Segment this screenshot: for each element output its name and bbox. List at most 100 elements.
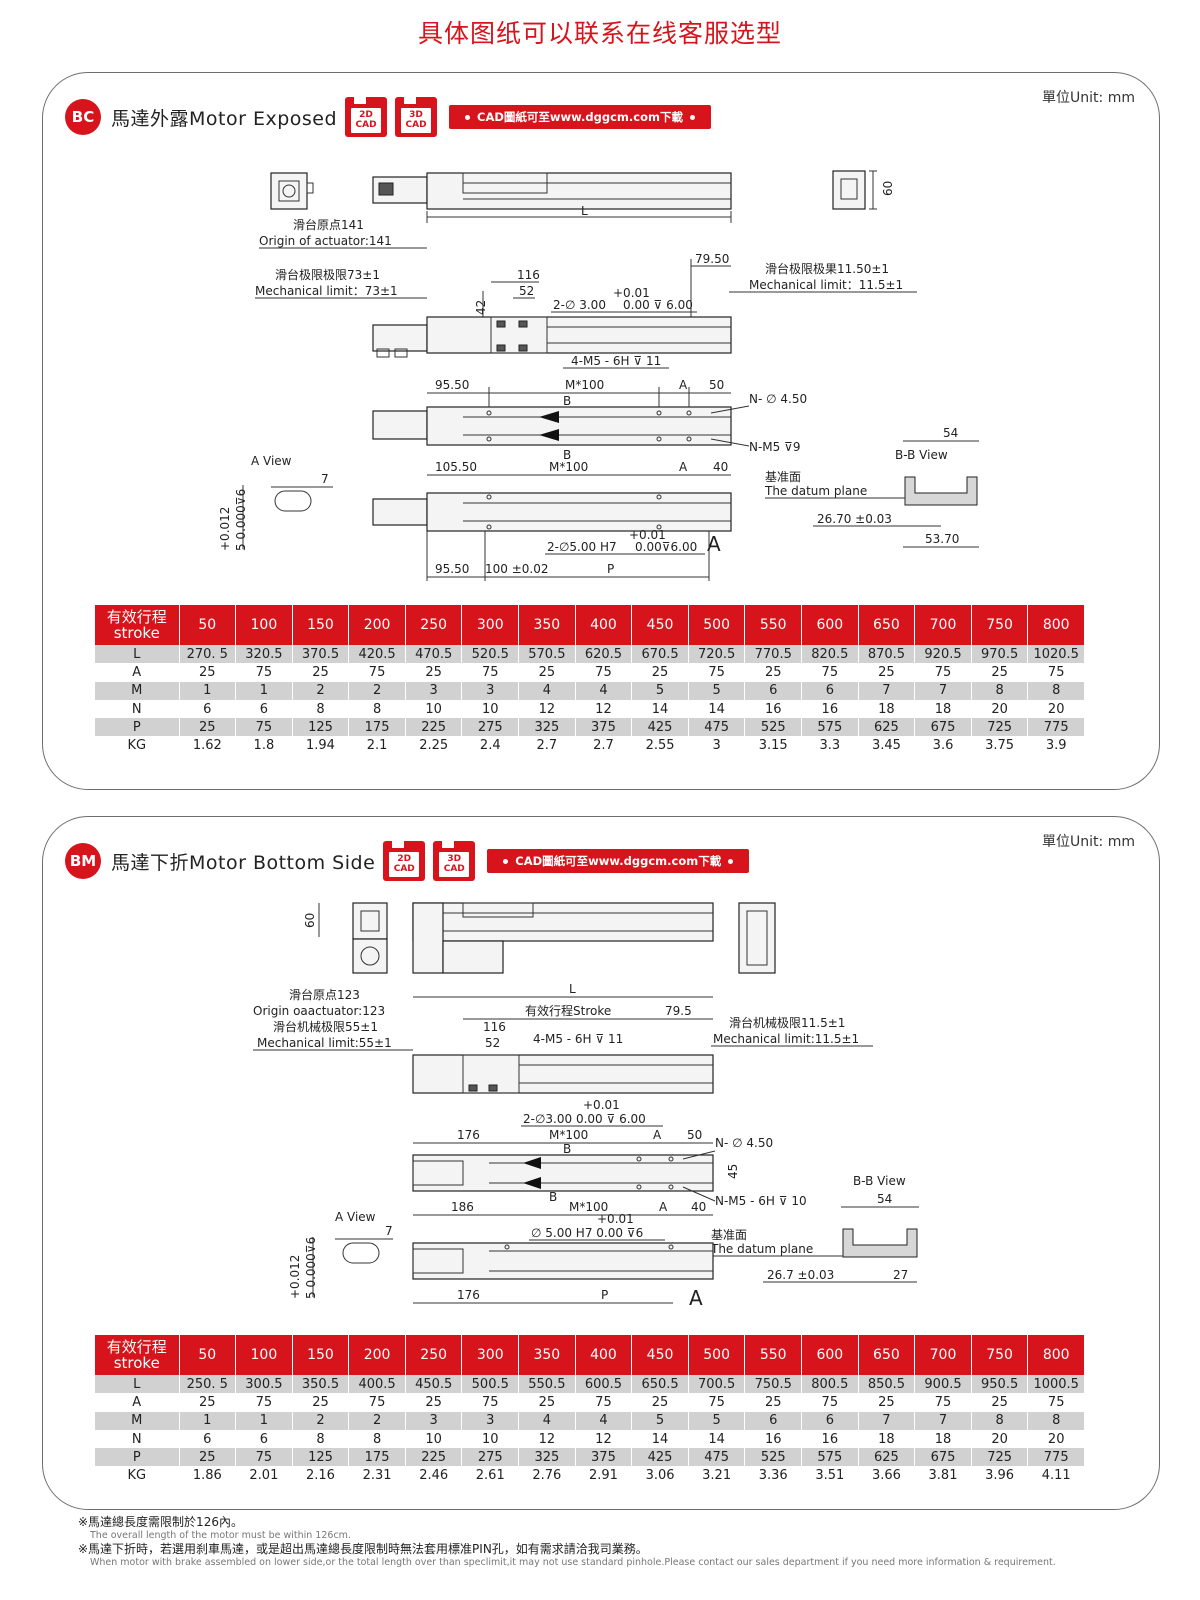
- dim-105-50: 105.50: [435, 460, 477, 474]
- table-cell: 3.81: [914, 1466, 972, 1485]
- limit-right-en: Mechanical limit:11.5±1: [713, 1032, 859, 1046]
- unit-label: 單位Unit: mm: [1042, 90, 1135, 106]
- table-cell: 75: [235, 1448, 293, 1467]
- table-cell: 8: [971, 1411, 1029, 1430]
- pin-tol: +0.01: [629, 528, 666, 542]
- table-cell: 7: [914, 681, 972, 700]
- row-label: P: [95, 1448, 180, 1467]
- hole-2d-tol: +0.01: [583, 1098, 620, 1112]
- table-cell: 2.46: [405, 1466, 463, 1485]
- table-cell: 25: [744, 663, 803, 682]
- table-cell: 10: [405, 1429, 463, 1449]
- table-cell: 2: [292, 1411, 350, 1430]
- table-cell: 3: [405, 681, 463, 700]
- table-cell: 20: [971, 1429, 1029, 1449]
- cad-3d-download-icon[interactable]: 3D CAD: [395, 97, 438, 137]
- table-cell: 2.4: [461, 736, 520, 755]
- row-label: N: [95, 699, 180, 719]
- table-cell: 475: [688, 718, 746, 737]
- table-cell: 7: [914, 1411, 972, 1430]
- table-cell: 775: [1027, 718, 1085, 737]
- table-cell: 900.5: [914, 1375, 972, 1394]
- table-cell: 4: [575, 681, 633, 700]
- table-cell: 1: [235, 1411, 293, 1430]
- b-top: B: [563, 394, 571, 408]
- table-cell: 75: [801, 663, 859, 682]
- table-cell: 5: [688, 1411, 746, 1430]
- dim-40: 40: [713, 460, 728, 474]
- table-cell: 25: [179, 663, 237, 682]
- table-cell: 75: [461, 663, 520, 682]
- stroke-header-cell: 800: [1027, 1335, 1085, 1375]
- hole-2d-tol: +0.01: [613, 286, 650, 300]
- table-cell: 420.5: [348, 645, 406, 664]
- table-cell: 425: [631, 718, 689, 737]
- table-cell: 700.5: [688, 1375, 746, 1394]
- origin-cn: 滑台原点123: [289, 987, 360, 1002]
- table-cell: 5: [631, 1411, 689, 1430]
- stroke-header-cell: 500: [688, 605, 746, 645]
- unit-label: 單位Unit: mm: [1042, 834, 1135, 850]
- table-cell: 320.5: [235, 645, 293, 664]
- table-cell: 75: [235, 718, 293, 737]
- table-cell: 250. 5: [179, 1375, 237, 1394]
- table-cell: 325: [518, 1448, 576, 1467]
- table-cell: 2.76: [518, 1466, 576, 1485]
- cad-download-note[interactable]: CAD圖紙可至www.dggcm.com下載: [449, 105, 711, 129]
- table-cell: 475: [688, 1448, 746, 1467]
- table-cell: 850.5: [858, 1375, 916, 1394]
- stroke-header-cell: 150: [292, 1335, 350, 1375]
- datum-en: The datum plane: [764, 484, 867, 498]
- dim-176-top: 176: [457, 1128, 480, 1142]
- cad-download-note[interactable]: CAD圖紙可至www.dggcm.com下載: [487, 849, 750, 873]
- table-cell: 2.1: [348, 736, 406, 755]
- table-cell: 500.5: [461, 1375, 520, 1394]
- table-cell: 750.5: [744, 1375, 803, 1394]
- cad-3d-label: 3D CAD: [439, 852, 470, 877]
- dim-45: 45: [726, 1164, 740, 1179]
- table-cell: 12: [575, 1429, 633, 1449]
- table-cell: 6: [179, 699, 237, 719]
- table-cell: 2.7: [575, 736, 633, 755]
- table-cell: 525: [744, 1448, 803, 1467]
- origin-en: Origin of actuator:141: [259, 234, 392, 248]
- stroke-header-cell: 350: [518, 1335, 576, 1375]
- table-cell: 970.5: [971, 645, 1029, 664]
- cad-3d-download-icon[interactable]: 3D CAD: [433, 841, 476, 881]
- table-cell: 12: [575, 699, 633, 719]
- table-cell: 400.5: [348, 1375, 406, 1394]
- table-cell: 8: [348, 1429, 406, 1449]
- cad-2d-download-icon[interactable]: 2D CAD: [383, 841, 426, 881]
- table-cell: 3.75: [971, 736, 1029, 755]
- dim-a-bot: A: [679, 460, 688, 474]
- stroke-header-cell: 100: [235, 605, 293, 645]
- stroke-header-cell: 700: [914, 1335, 972, 1375]
- table-cell: 25: [744, 1393, 803, 1412]
- limit-right-en: Mechanical limit：11.5±1: [749, 278, 903, 292]
- table-cell: 25: [971, 663, 1029, 682]
- table-cell: 25: [971, 1393, 1029, 1412]
- cad-2d-download-icon[interactable]: 2D CAD: [345, 97, 388, 137]
- table-cell: 1.62: [179, 736, 237, 755]
- table-cell: 75: [348, 1393, 406, 1412]
- table-cell: 3: [405, 1411, 463, 1430]
- dim-m100-top: M*100: [565, 378, 604, 392]
- hole-2d: 2-∅ 3.00: [553, 298, 606, 312]
- dim-50: 50: [687, 1128, 702, 1142]
- table-cell: 2: [348, 681, 406, 700]
- table-cell: 550.5: [518, 1375, 576, 1394]
- table-cell: 25: [292, 663, 350, 682]
- table-cell: 14: [631, 1429, 689, 1449]
- table-cell: 25: [858, 1393, 916, 1412]
- n-m5: N-M5 ⊽9: [749, 440, 801, 454]
- n-hole: N- ∅ 4.50: [715, 1136, 773, 1150]
- table-cell: 18: [914, 699, 972, 719]
- end-view-left: 60: [303, 902, 388, 974]
- stroke-header-cell: 650: [858, 605, 916, 645]
- dim-60: 60: [881, 181, 895, 196]
